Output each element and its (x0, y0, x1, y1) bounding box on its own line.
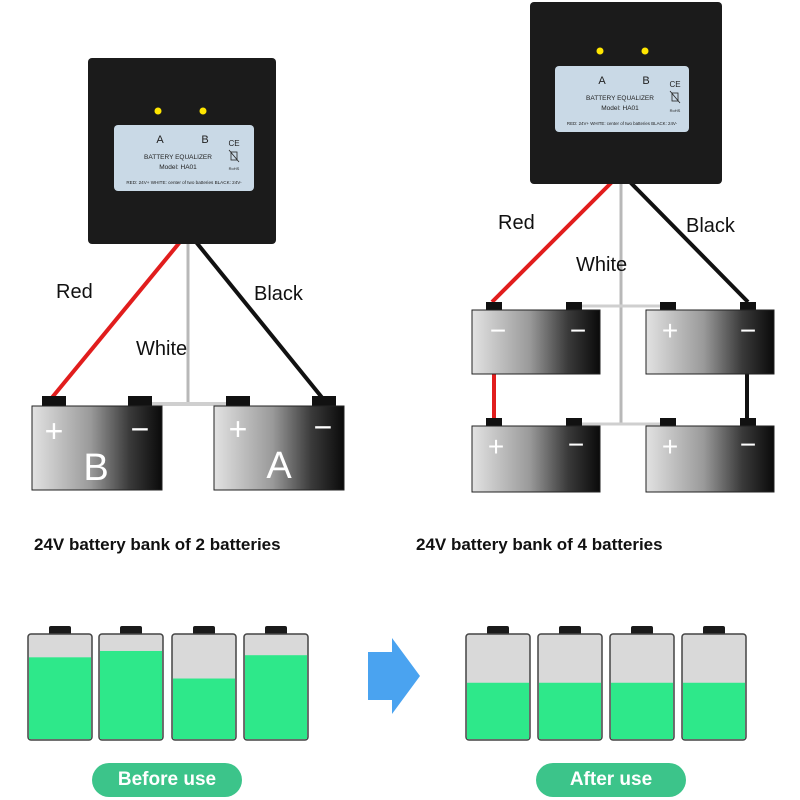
label-wiring-note: RED: 24V+ WHITE: center of two batteries… (126, 180, 242, 185)
left-white-label: White (136, 338, 187, 360)
left-battery-a: + − A (213, 396, 345, 491)
label-rohs: RoHS (670, 108, 681, 113)
charge-fill (29, 657, 91, 739)
label-channel-a: A (156, 134, 164, 146)
right-black-wire (628, 180, 750, 304)
label-wiring-note: RED: 24V+ WHITE: center of two batteries… (567, 121, 678, 126)
label-rohs: RoHS (229, 166, 240, 171)
battery-b-letter: B (83, 447, 108, 489)
charge-fill (245, 655, 307, 739)
battery-plus: + (488, 431, 504, 462)
label-channel-a: A (598, 75, 606, 87)
battery-minus: − (568, 429, 584, 460)
charge-fill (467, 682, 529, 739)
charge-fill (100, 650, 162, 739)
after-battery-icon (537, 626, 603, 741)
right-red-label: Red (498, 212, 535, 234)
charge-fill (173, 678, 235, 739)
after-use-button[interactable]: After use (536, 763, 686, 797)
right-battery-top-right: + − (645, 302, 775, 375)
charge-fill (611, 682, 673, 739)
right-white-label: White (576, 254, 627, 276)
battery-plus: + (662, 431, 678, 462)
battery-b-minus: − (131, 411, 150, 447)
label-channel-b: B (201, 134, 208, 146)
led-a-indicator (199, 107, 207, 115)
battery-minus: − (740, 315, 756, 346)
left-red-wire (48, 240, 182, 402)
before-use-button[interactable]: Before use (92, 763, 242, 797)
label-ce-mark: CE (228, 139, 239, 148)
left-black-label: Black (254, 283, 304, 305)
left-black-wire (194, 240, 326, 402)
battery-b-plus: + (45, 413, 64, 449)
right-battery-bottom-left: + − (471, 418, 601, 493)
right-black-label: Black (686, 215, 736, 237)
label-model: Model: HA01 (601, 105, 639, 112)
battery-minus: − (570, 315, 586, 346)
after-battery-icon (465, 626, 531, 741)
charge-level-icons (27, 626, 747, 741)
left-red-label: Red (56, 281, 93, 303)
right-caption: 24V battery bank of 4 batteries (416, 535, 663, 554)
right-battery-top-left: − − (471, 302, 601, 375)
left-equalizer-device: A B CE BATTERY EQUALIZER Model: HA01 RoH… (88, 58, 276, 244)
label-model: Model: HA01 (159, 164, 197, 171)
label-title: BATTERY EQUALIZER (586, 95, 654, 102)
right-battery-bottom-right: + − (645, 418, 775, 493)
left-caption: 24V battery bank of 2 batteries (34, 535, 281, 554)
battery-minus: − (490, 315, 506, 346)
battery-a-minus: − (314, 409, 333, 445)
battery-plus: + (662, 315, 678, 346)
led-b-indicator (154, 107, 162, 115)
label-title: BATTERY EQUALIZER (144, 154, 212, 161)
after-battery-icon (681, 626, 747, 741)
battery-a-plus: + (229, 411, 248, 447)
before-battery-icon (243, 626, 309, 741)
before-battery-icon (27, 626, 93, 741)
charge-fill (539, 682, 601, 739)
label-ce-mark: CE (669, 80, 680, 89)
before-battery-icon (98, 626, 164, 741)
battery-minus: − (740, 429, 756, 460)
led-a-indicator (641, 47, 649, 55)
after-battery-icon (609, 626, 675, 741)
charge-fill (683, 682, 745, 739)
label-channel-b: B (642, 75, 649, 87)
right-equalizer-device: A B CE BATTERY EQUALIZER Model: HA01 RoH… (530, 2, 722, 184)
right-arrow-icon (368, 638, 420, 714)
led-b-indicator (596, 47, 604, 55)
right-red-wire (490, 180, 614, 304)
before-battery-icon (171, 626, 237, 741)
left-battery-b: + − B (31, 396, 163, 491)
weee-bin-icon (669, 90, 681, 104)
weee-bin-icon (228, 149, 240, 163)
battery-a-letter: A (266, 445, 292, 487)
